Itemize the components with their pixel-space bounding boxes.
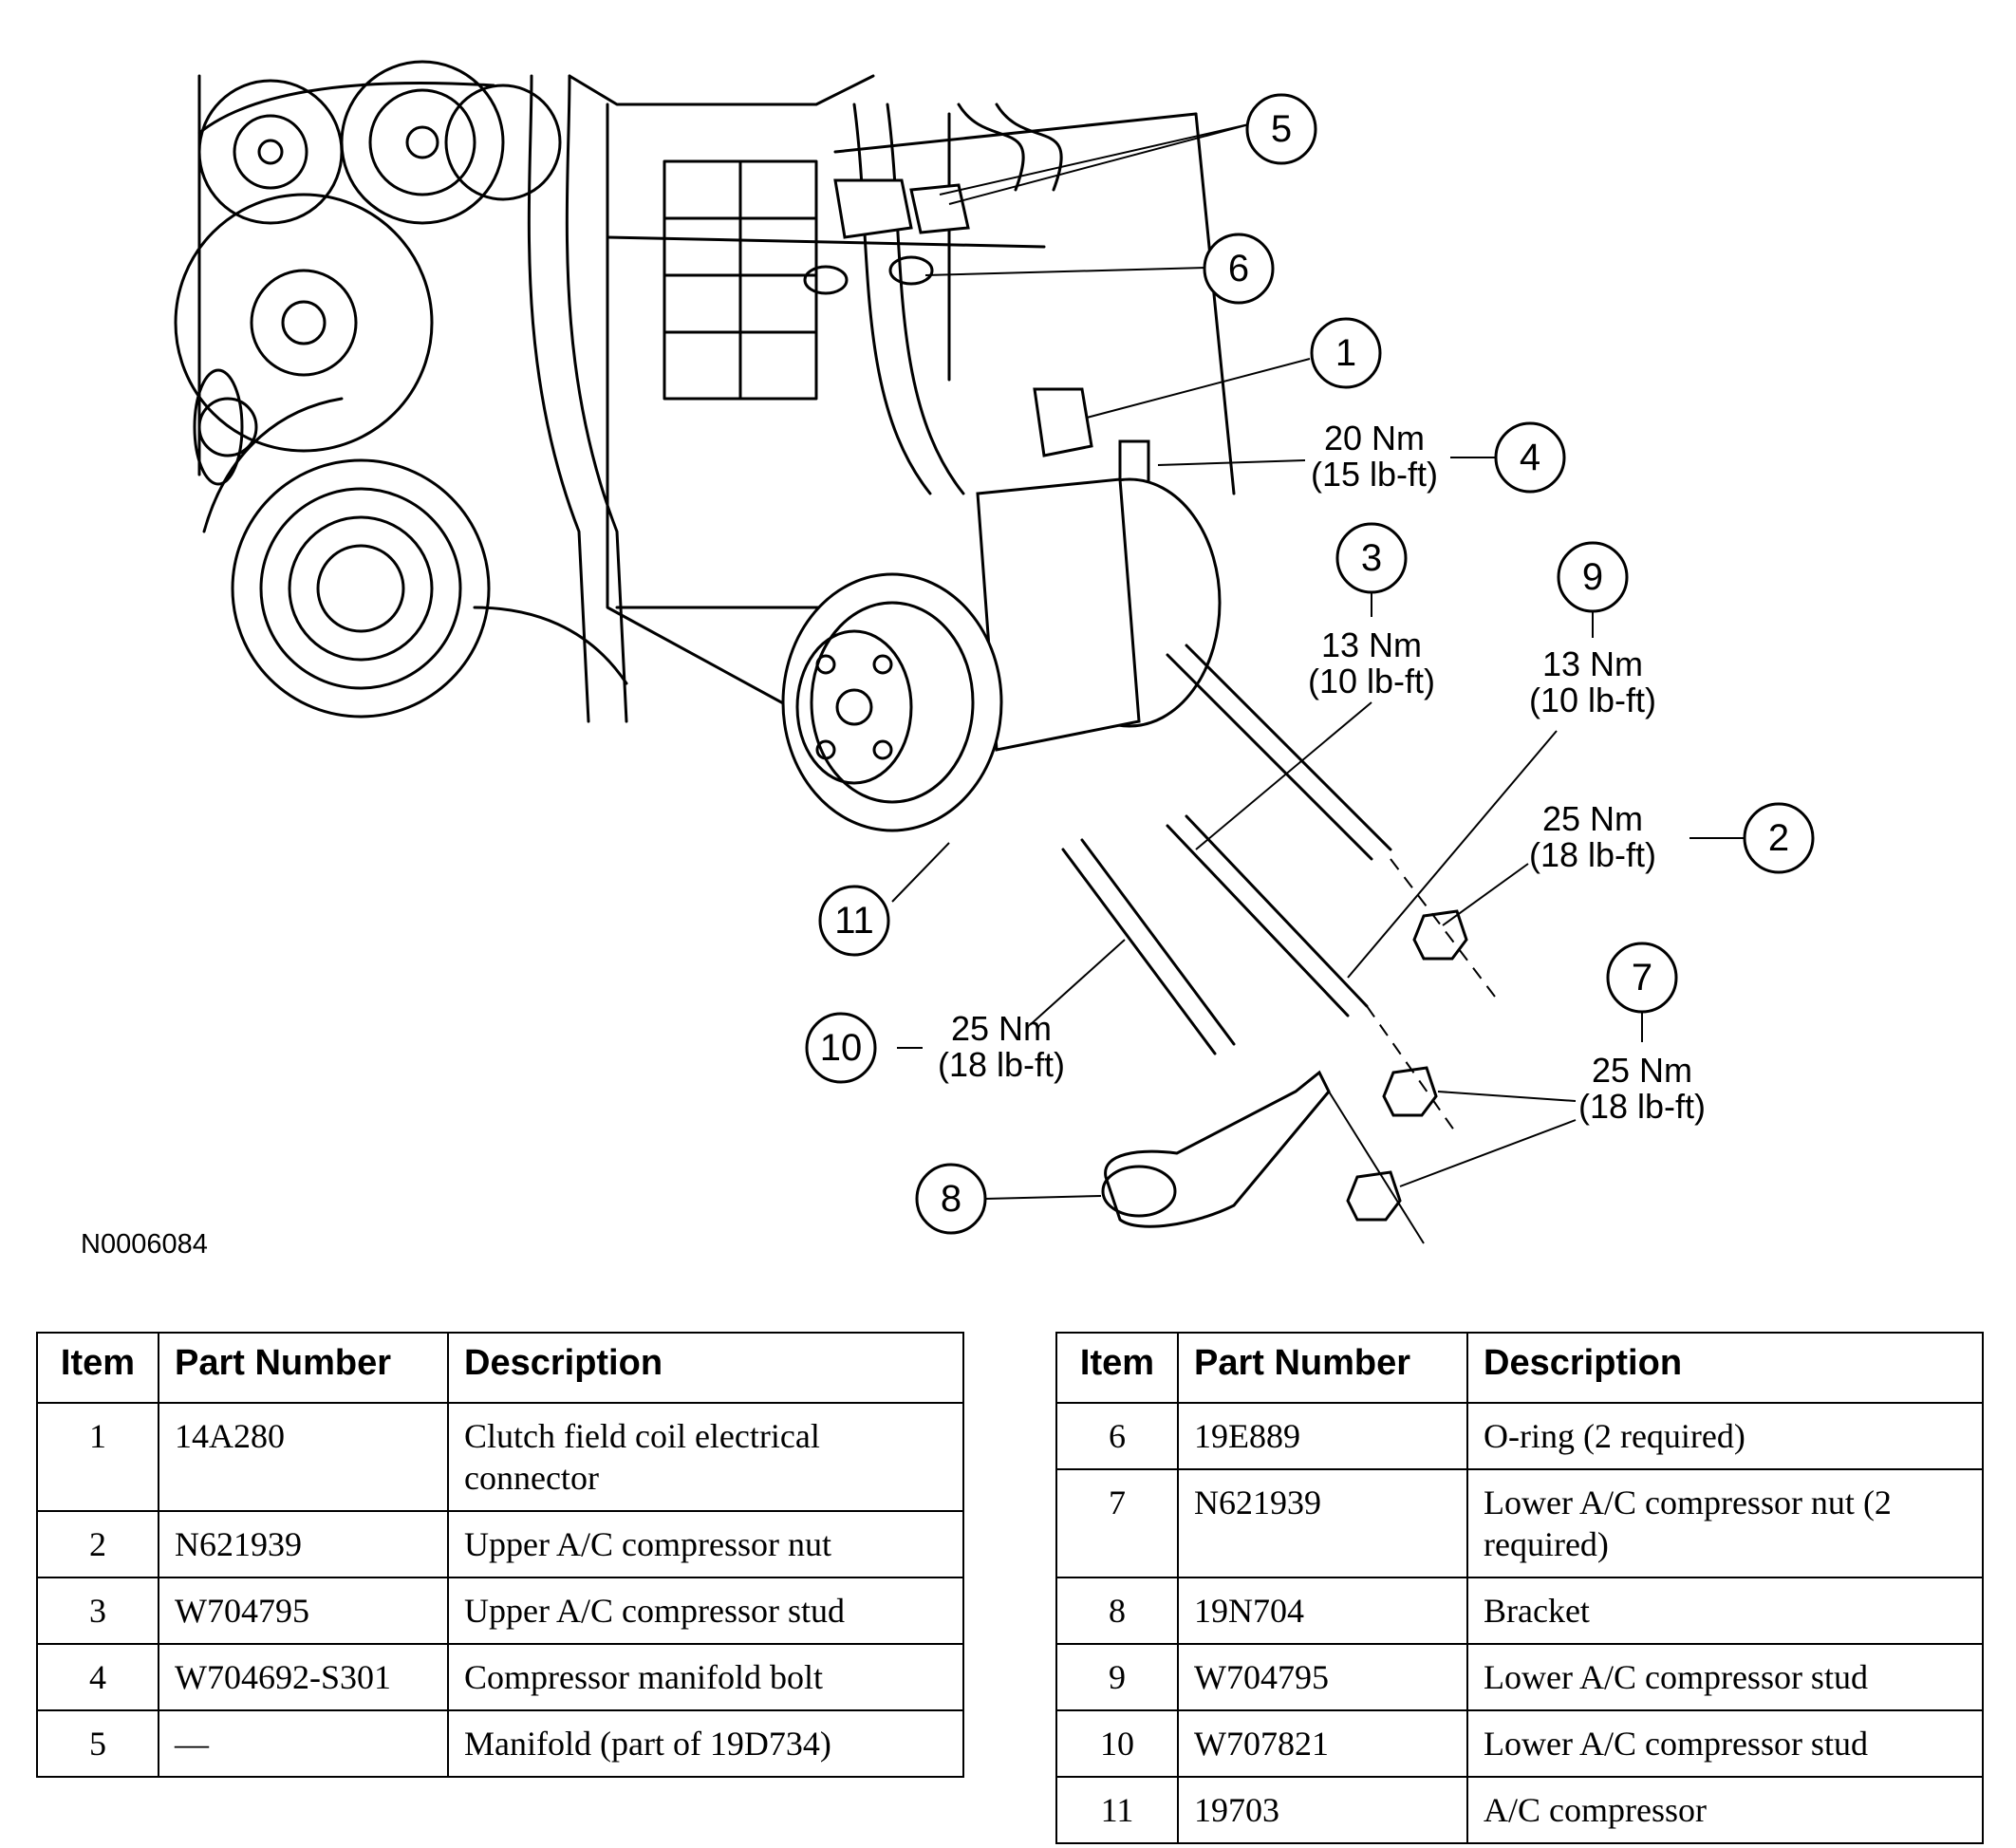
svg-text:13 Nm: 13 Nm bbox=[1321, 625, 1422, 664]
svg-text:25 Nm: 25 Nm bbox=[1542, 799, 1643, 838]
callout-2: 2 bbox=[1743, 802, 1815, 874]
cell-part-number: W704692-S301 bbox=[158, 1643, 449, 1711]
table-row: 8 19N704 Bracket bbox=[1055, 1577, 1984, 1645]
svg-text:(10 lb-ft): (10 lb-ft) bbox=[1308, 662, 1435, 700]
svg-text:4: 4 bbox=[1520, 437, 1540, 478]
cell-part-number: W704795 bbox=[1177, 1643, 1468, 1711]
table-row: 5 — Manifold (part of 19D734) bbox=[36, 1709, 964, 1778]
svg-text:6: 6 bbox=[1228, 248, 1249, 289]
header-part-number: Part Number bbox=[1177, 1332, 1468, 1404]
header-item: Item bbox=[36, 1332, 159, 1404]
cell-item: 8 bbox=[1055, 1577, 1179, 1645]
cell-part-number: — bbox=[158, 1709, 449, 1778]
table-row: 2 N621939 Upper A/C compressor nut bbox=[36, 1510, 964, 1578]
table-row: 10 W707821 Lower A/C compressor stud bbox=[1055, 1709, 1984, 1778]
cell-item: 11 bbox=[1055, 1776, 1179, 1844]
svg-text:10: 10 bbox=[820, 1027, 863, 1069]
torque-spec-item-4: 20 Nm (15 lb-ft) bbox=[1311, 419, 1438, 494]
svg-text:7: 7 bbox=[1632, 957, 1652, 999]
cell-part-number: 19E889 bbox=[1177, 1402, 1468, 1470]
svg-text:25 Nm: 25 Nm bbox=[951, 1009, 1052, 1048]
torque-spec-item-3: 13 Nm (10 lb-ft) bbox=[1308, 625, 1435, 700]
cell-item: 4 bbox=[36, 1643, 159, 1711]
svg-text:(15 lb-ft): (15 lb-ft) bbox=[1311, 455, 1438, 494]
svg-text:20 Nm: 20 Nm bbox=[1324, 419, 1425, 457]
cell-part-number: 19N704 bbox=[1177, 1577, 1468, 1645]
cell-part-number: N621939 bbox=[158, 1510, 449, 1578]
torque-spec-item-7: 25 Nm (18 lb-ft) bbox=[1578, 1051, 1706, 1126]
header-description: Description bbox=[1466, 1332, 1984, 1404]
svg-text:11: 11 bbox=[834, 900, 874, 942]
torque-spec-item-9: 13 Nm (10 lb-ft) bbox=[1529, 644, 1656, 719]
cell-part-number: N621939 bbox=[1177, 1468, 1468, 1578]
table-header-row: Item Part Number Description bbox=[1055, 1332, 1984, 1404]
cell-item: 6 bbox=[1055, 1402, 1179, 1470]
svg-text:(18 lb-ft): (18 lb-ft) bbox=[938, 1045, 1065, 1084]
callout-7: 7 bbox=[1606, 942, 1678, 1014]
cell-item: 5 bbox=[36, 1709, 159, 1778]
svg-text:(18 lb-ft): (18 lb-ft) bbox=[1529, 835, 1656, 874]
table-row: 3 W704795 Upper A/C compressor stud bbox=[36, 1577, 964, 1645]
svg-text:1: 1 bbox=[1335, 332, 1356, 374]
table-row: 6 19E889 O-ring (2 required) bbox=[1055, 1402, 1984, 1470]
parts-table-right: Item Part Number Description 6 19E889 O-… bbox=[1055, 1332, 1984, 1844]
cell-item: 10 bbox=[1055, 1709, 1179, 1778]
table-row: 11 19703 A/C compressor bbox=[1055, 1776, 1984, 1844]
table-row: 7 N621939 Lower A/C compressor nut (2 re… bbox=[1055, 1468, 1984, 1578]
cell-description: Compressor manifold bolt bbox=[447, 1643, 964, 1711]
table-row: 9 W704795 Lower A/C compressor stud bbox=[1055, 1643, 1984, 1711]
exploded-view-diagram: 5 6 1 4 3 9 2 11 7 10 8 20 Nm (1 bbox=[81, 60, 1815, 1260]
cell-item: 2 bbox=[36, 1510, 159, 1578]
cell-item: 9 bbox=[1055, 1643, 1179, 1711]
callout-8: 8 bbox=[915, 1163, 987, 1235]
cell-description: Manifold (part of 19D734) bbox=[447, 1709, 964, 1778]
cell-description: O-ring (2 required) bbox=[1466, 1402, 1984, 1470]
cell-description: Lower A/C compressor stud bbox=[1466, 1709, 1984, 1778]
cell-part-number: 14A280 bbox=[158, 1402, 449, 1512]
cell-description: A/C compressor bbox=[1466, 1776, 1984, 1844]
drawing-id: N0006084 bbox=[81, 1229, 208, 1260]
leader-lines bbox=[891, 122, 1745, 1200]
svg-text:8: 8 bbox=[941, 1178, 961, 1220]
cell-description: Bracket bbox=[1466, 1577, 1984, 1645]
header-item: Item bbox=[1055, 1332, 1179, 1404]
callout-11: 11 bbox=[818, 885, 890, 957]
callout-9: 9 bbox=[1557, 541, 1629, 613]
svg-text:3: 3 bbox=[1361, 537, 1382, 579]
cell-item: 7 bbox=[1055, 1468, 1179, 1578]
cell-item: 3 bbox=[36, 1577, 159, 1645]
svg-text:5: 5 bbox=[1271, 108, 1292, 150]
svg-text:9: 9 bbox=[1582, 556, 1603, 598]
svg-text:2: 2 bbox=[1768, 817, 1789, 859]
callout-10: 10 bbox=[805, 1012, 877, 1084]
parts-table-left: Item Part Number Description 1 14A280 Cl… bbox=[36, 1332, 964, 1778]
callout-3: 3 bbox=[1335, 522, 1408, 594]
svg-text:(10 lb-ft): (10 lb-ft) bbox=[1529, 681, 1656, 719]
cell-description: Upper A/C compressor stud bbox=[447, 1577, 964, 1645]
svg-text:(18 lb-ft): (18 lb-ft) bbox=[1578, 1087, 1706, 1126]
cell-description: Lower A/C compressor nut (2 required) bbox=[1466, 1468, 1984, 1578]
table-header-row: Item Part Number Description bbox=[36, 1332, 964, 1404]
svg-text:13 Nm: 13 Nm bbox=[1542, 644, 1643, 683]
callout-1: 1 bbox=[1310, 317, 1382, 389]
torque-spec-item-2: 25 Nm (18 lb-ft) bbox=[1529, 799, 1656, 874]
torque-spec-item-10: 25 Nm (18 lb-ft) bbox=[938, 1009, 1065, 1084]
cell-description: Upper A/C compressor nut bbox=[447, 1510, 964, 1578]
header-description: Description bbox=[447, 1332, 964, 1404]
callout-6: 6 bbox=[1203, 233, 1275, 305]
callout-5: 5 bbox=[1245, 93, 1317, 165]
table-row: 4 W704692-S301 Compressor manifold bolt bbox=[36, 1643, 964, 1711]
cell-description: Lower A/C compressor stud bbox=[1466, 1643, 1984, 1711]
cell-item: 1 bbox=[36, 1402, 159, 1512]
cell-part-number: W704795 bbox=[158, 1577, 449, 1645]
header-part-number: Part Number bbox=[158, 1332, 449, 1404]
callout-4: 4 bbox=[1494, 421, 1566, 494]
cell-part-number: 19703 bbox=[1177, 1776, 1468, 1844]
svg-text:25 Nm: 25 Nm bbox=[1592, 1051, 1692, 1090]
table-row: 1 14A280 Clutch field coil electrical co… bbox=[36, 1402, 964, 1512]
cell-part-number: W707821 bbox=[1177, 1709, 1468, 1778]
cell-description: Clutch field coil electrical connector bbox=[447, 1402, 964, 1512]
engine-artwork bbox=[174, 60, 1496, 1244]
